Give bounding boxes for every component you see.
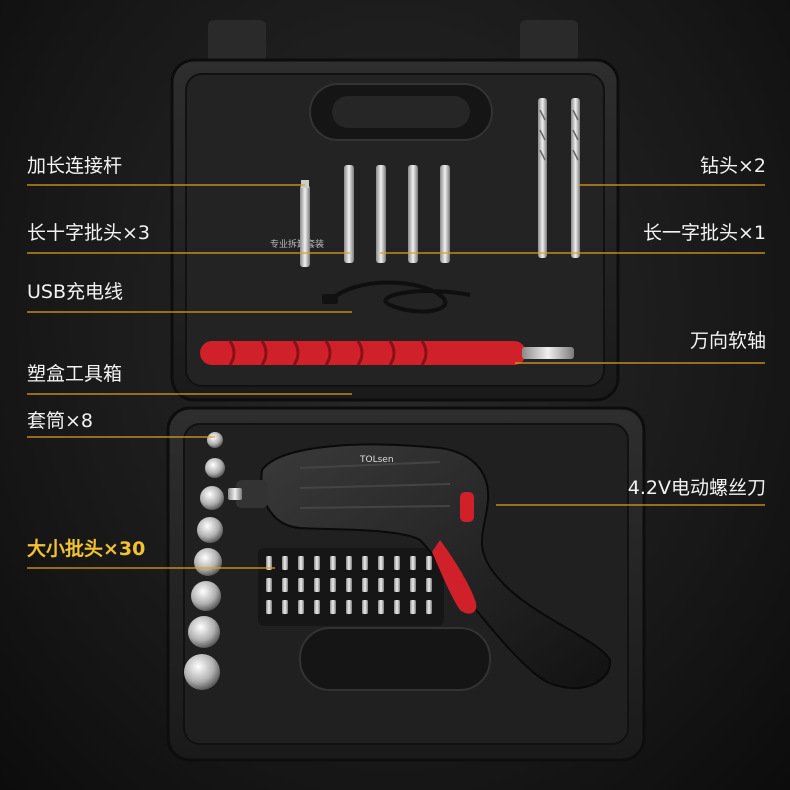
bit — [298, 600, 304, 614]
bit — [426, 556, 432, 570]
bit — [394, 600, 400, 614]
label-sockets: 套筒×8 — [27, 410, 94, 432]
bit — [426, 600, 432, 614]
label-bits-set: 大小批头×30 — [27, 538, 146, 560]
bit — [410, 578, 416, 592]
case-lid: 专业拆卸套装 — [170, 58, 620, 402]
label-flex-shaft: 万向软轴 — [689, 330, 766, 352]
flex-shaft — [200, 340, 574, 366]
extension-rod — [300, 180, 310, 267]
bit — [282, 578, 288, 592]
label-long-flat-bit: 长一字批头×1 — [642, 222, 766, 244]
label-usb-cable: USB充电线 — [27, 281, 124, 303]
bit — [314, 578, 320, 592]
label-screwdriver: 4.2V电动螺丝刀 — [627, 477, 766, 499]
bit — [394, 578, 400, 592]
electric-screwdriver: TOLsen — [228, 443, 612, 690]
bit — [314, 556, 320, 570]
bit — [394, 556, 400, 570]
bit — [330, 578, 336, 592]
leader-lines — [27, 184, 765, 569]
bit — [346, 556, 352, 570]
tray-label: 专业拆卸套装 — [270, 238, 324, 250]
bits-grid — [258, 548, 444, 626]
label-extension-rod: 加长连接杆 — [27, 155, 123, 177]
bit — [378, 556, 384, 570]
label-long-phillips-bits: 长十字批头×3 — [27, 222, 151, 244]
sockets — [184, 432, 225, 690]
bit — [282, 600, 288, 614]
bit — [362, 556, 368, 570]
bit — [266, 600, 272, 614]
bit — [426, 578, 432, 592]
label-drill-bits: 钻头×2 — [699, 155, 766, 177]
bit — [410, 556, 416, 570]
drill-bits — [538, 98, 580, 258]
bit — [314, 600, 320, 614]
bit — [362, 600, 368, 614]
bit — [330, 556, 336, 570]
bit — [346, 600, 352, 614]
bit — [298, 578, 304, 592]
bit — [378, 578, 384, 592]
brand-text: TOLsen — [359, 455, 394, 465]
usb-cable — [322, 280, 471, 314]
long-bits — [344, 165, 450, 263]
bit — [362, 578, 368, 592]
bit — [282, 556, 288, 570]
bit — [410, 600, 416, 614]
bit — [378, 600, 384, 614]
bit — [346, 578, 352, 592]
bit — [266, 556, 272, 570]
bit — [330, 600, 336, 614]
bit — [266, 578, 272, 592]
label-plastic-case: 塑盒工具箱 — [27, 363, 123, 385]
bit — [298, 556, 304, 570]
